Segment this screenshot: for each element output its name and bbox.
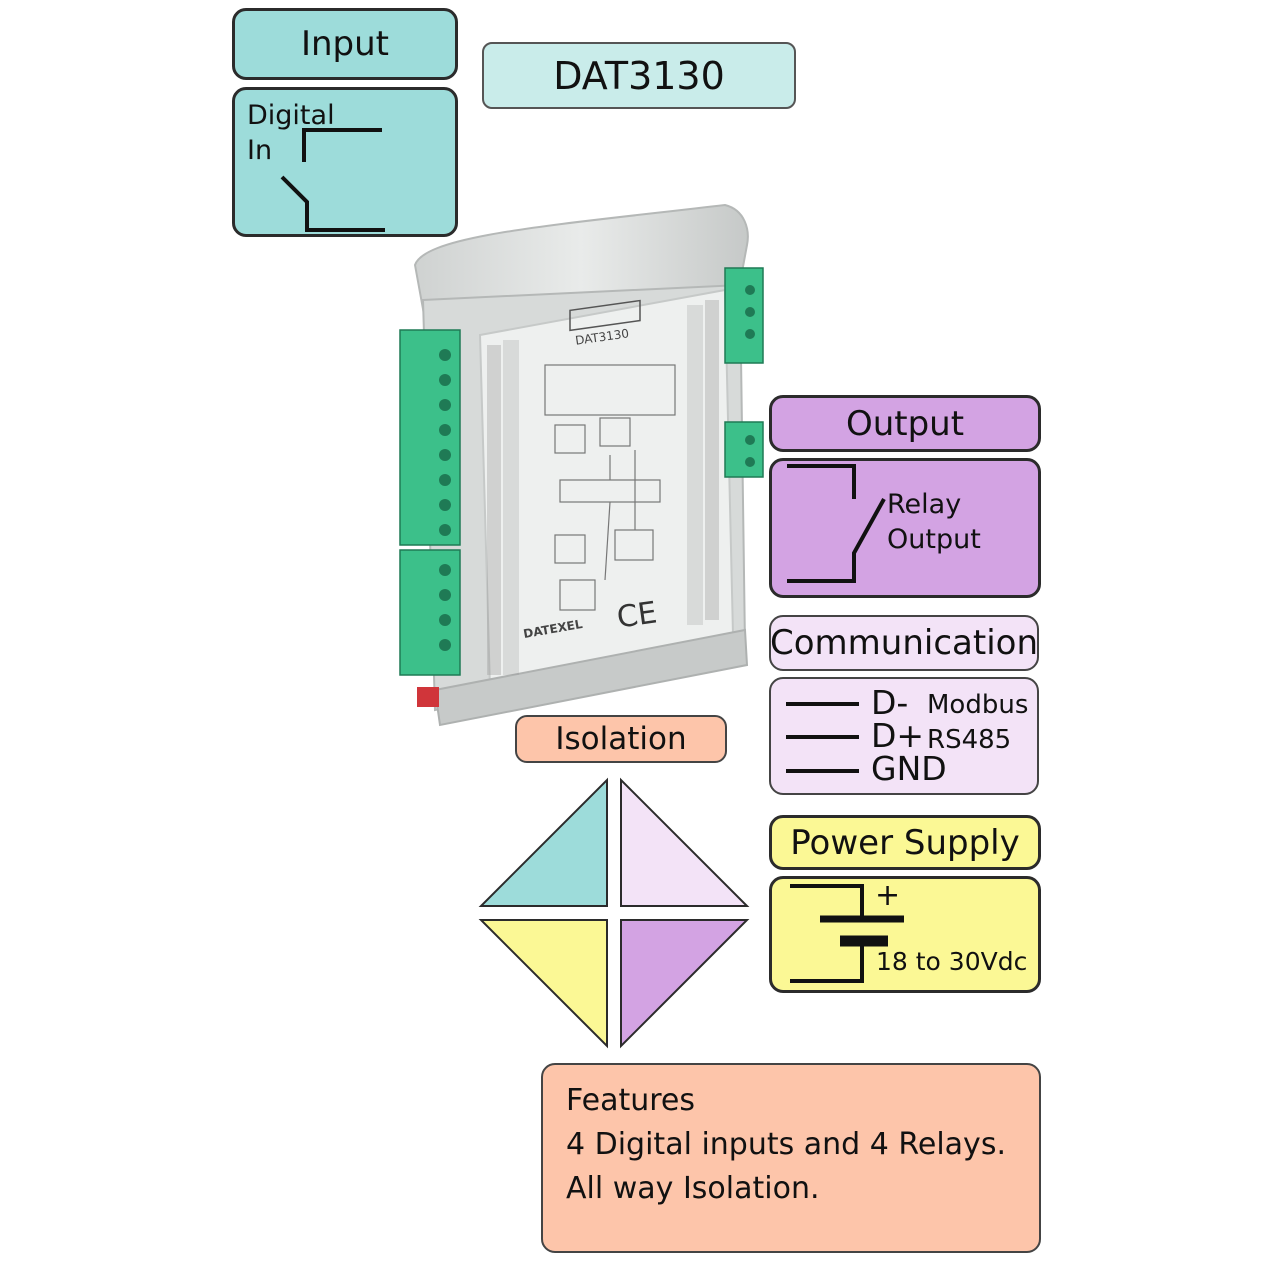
output-header: Output — [769, 395, 1041, 452]
model-name: DAT3130 — [553, 53, 725, 98]
isolation-quadrant-power — [478, 919, 608, 1049]
features-line-1: 4 Digital inputs and 4 Relays. — [566, 1127, 1006, 1162]
communication-pins-box: D- D+ GND Modbus RS485 — [769, 677, 1039, 795]
bus-lines-icon — [786, 702, 859, 773]
power-supply-box: + 18 to 30Vdc — [769, 876, 1041, 993]
relay-output-label-line2: Output — [887, 524, 981, 555]
relay-output-label-line1: Relay — [887, 489, 962, 520]
output-title: Output — [845, 403, 965, 444]
output-relay-box: Relay Output — [769, 458, 1041, 598]
input-header: Input — [232, 8, 458, 80]
pin-gnd: GND — [871, 749, 947, 788]
device-image: DAT3130 DATEXEL CE — [395, 190, 770, 730]
features-line-2: All way Isolation. — [566, 1171, 820, 1206]
relay-switch-icon — [787, 464, 886, 583]
bus-label: RS485 — [927, 725, 1012, 755]
input-title: Input — [300, 24, 390, 64]
voltage-range: 18 to 30Vdc — [876, 947, 1028, 976]
power-supply-title: Power Supply — [790, 822, 1020, 863]
isolation-title: Isolation — [555, 721, 687, 757]
positive-terminal-label: + — [875, 878, 901, 913]
isolation-quadrant-input — [478, 777, 608, 907]
model-label: DAT3130 — [482, 42, 796, 109]
battery-icon — [790, 884, 904, 983]
isolation-header: Isolation — [515, 715, 727, 763]
isolation-quadrant-output — [620, 919, 750, 1049]
digital-input-switch-icon — [280, 128, 385, 232]
input-signal-label-line1: Digital — [247, 100, 335, 131]
features-box: Features 4 Digital inputs and 4 Relays. … — [541, 1063, 1041, 1253]
input-signal-box: Digital In — [232, 87, 458, 237]
communication-title: Communication — [770, 623, 1038, 663]
device-illustration — [399, 203, 764, 727]
isolation-quadrant-communication — [620, 777, 750, 907]
pin-d-minus: D- — [871, 683, 909, 722]
communication-header: Communication — [769, 615, 1039, 671]
power-supply-header: Power Supply — [769, 815, 1041, 870]
protocol-label: Modbus — [927, 690, 1029, 720]
input-signal-label-line2: In — [247, 135, 273, 166]
pin-d-plus: D+ — [871, 716, 925, 755]
features-title: Features — [566, 1083, 695, 1118]
